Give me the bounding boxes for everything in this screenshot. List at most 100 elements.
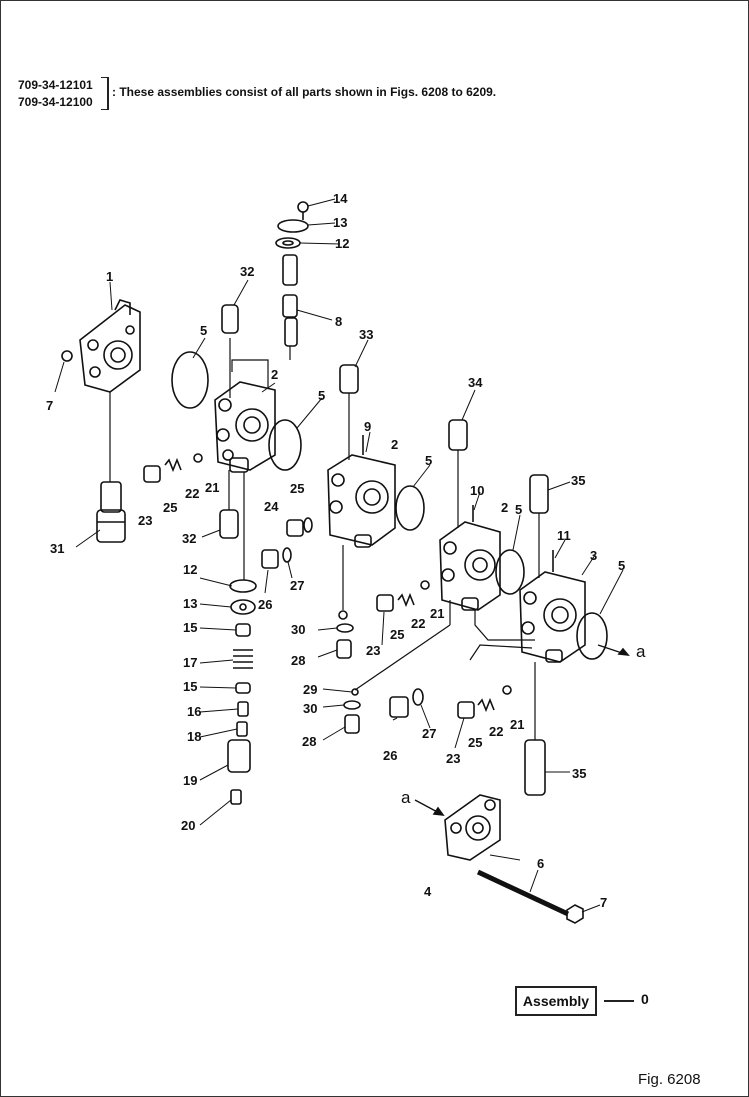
callout-12b: 12 <box>183 562 197 577</box>
callout-5e: 5 <box>618 558 625 573</box>
callout-34: 34 <box>468 375 483 390</box>
callout-2a: 2 <box>271 367 278 382</box>
leader-lines <box>54 198 624 913</box>
part-25-oring-2 <box>303 517 313 533</box>
callout-25b: 25 <box>290 481 304 496</box>
arrow-a-left-head <box>432 806 445 816</box>
part-6-tie-bolt <box>476 869 570 917</box>
part-21-ball-2 <box>420 580 430 590</box>
callout-13a: 13 <box>333 215 347 230</box>
part-5-oring-2 <box>268 419 302 471</box>
callout-3: 3 <box>590 548 597 563</box>
callout-25d: 25 <box>468 735 482 750</box>
part-5-oring-5 <box>576 612 608 660</box>
callout-7b: 7 <box>600 895 607 910</box>
assembly-dash <box>604 1000 634 1002</box>
callout-16: 16 <box>187 704 201 719</box>
assembly-label: Assembly <box>515 986 597 1016</box>
callout-4: 4 <box>424 884 432 899</box>
callout-21a: 21 <box>205 480 219 495</box>
brace <box>101 77 109 110</box>
callout-22c: 22 <box>489 724 503 739</box>
part-8-stem-group <box>275 201 309 347</box>
callout-15a: 15 <box>183 620 197 635</box>
part-27-oring-2 <box>412 688 424 706</box>
callout-27b: 27 <box>422 726 436 741</box>
part-28-plug-1 <box>336 639 352 659</box>
part-26-plug-1 <box>261 549 279 569</box>
callout-35a: 35 <box>571 473 585 488</box>
callout-5a: 5 <box>200 323 207 338</box>
part-4-end-cover <box>444 794 501 861</box>
callout-23b: 23 <box>366 643 380 658</box>
callout-24: 24 <box>264 499 279 514</box>
callout-26b: 26 <box>383 748 397 763</box>
callout-21b: 21 <box>430 606 444 621</box>
callout-26a: 26 <box>258 597 272 612</box>
callout-23a: 23 <box>138 513 152 528</box>
part-number-1: 709-34-12101 <box>18 78 93 92</box>
part-28-plug-2 <box>344 714 360 734</box>
callout-7a: 7 <box>46 398 53 413</box>
figure-label: Fig. 6208 <box>638 1071 701 1088</box>
part-22-spring-3 <box>477 697 495 713</box>
part-21-ball-3 <box>502 685 512 695</box>
assembly-value: 0 <box>641 991 649 1007</box>
callout-5d: 5 <box>515 502 522 517</box>
callout-6: 6 <box>537 856 544 871</box>
part-31-valve <box>96 481 126 543</box>
callout-8: 8 <box>335 314 342 329</box>
callout-11: 11 <box>557 528 571 543</box>
part-23-plug-3 <box>457 701 475 719</box>
callout-a-right: a <box>636 642 646 661</box>
part-2-section-1 <box>214 381 276 473</box>
part-35-top <box>529 474 549 514</box>
part-3-section <box>519 550 586 663</box>
callout-27a: 27 <box>290 578 304 593</box>
callout-13b: 13 <box>183 596 197 611</box>
callout-15b: 15 <box>183 679 197 694</box>
part-7-nut <box>566 904 584 924</box>
part-27-oring-1 <box>282 547 292 563</box>
callout-5c: 5 <box>425 453 432 468</box>
callout-9: 9 <box>364 419 371 434</box>
part-23-plug-2 <box>376 594 394 612</box>
callout-22b: 22 <box>411 616 425 631</box>
callout-18: 18 <box>187 729 201 744</box>
callout-28a: 28 <box>291 653 305 668</box>
part-5-oring-1 <box>171 351 209 409</box>
callout-25a: 25 <box>163 500 177 515</box>
callout-30b: 30 <box>303 701 317 716</box>
part-32-bottom <box>219 509 239 539</box>
callout-21c: 21 <box>510 717 524 732</box>
callout-20: 20 <box>181 818 195 833</box>
callout-35b: 35 <box>572 766 586 781</box>
callout-22a: 22 <box>185 486 199 501</box>
callout-23c: 23 <box>446 751 460 766</box>
callout-10: 10 <box>470 483 484 498</box>
arrow-a-right-head <box>617 647 630 657</box>
callout-2b: 2 <box>391 437 398 452</box>
callout-30a: 30 <box>291 622 305 637</box>
callout-5b: 5 <box>318 388 325 403</box>
assembly-lines <box>109 338 540 740</box>
callout-a-left: a <box>401 788 411 807</box>
part-number-2: 709-34-12100 <box>18 95 93 109</box>
callout-28b: 28 <box>302 734 316 749</box>
callout-2c: 2 <box>501 500 508 515</box>
part-22-spring-2 <box>397 592 415 608</box>
part-12-20-stack <box>227 579 257 805</box>
part-2-section-2 <box>327 435 396 548</box>
part-30-oring-2 <box>343 700 361 710</box>
part-34-valve <box>448 419 468 451</box>
callout-31: 31 <box>50 541 64 556</box>
callout-12a: 12 <box>335 236 349 251</box>
part-21-ball-1 <box>193 453 203 463</box>
part-5-oring-4 <box>495 549 525 595</box>
callout-19: 19 <box>183 773 197 788</box>
part-35-bottom <box>524 739 546 796</box>
callout-29: 29 <box>303 682 317 697</box>
part-23-plug-1 <box>143 465 161 483</box>
part-24-plug <box>286 519 304 537</box>
